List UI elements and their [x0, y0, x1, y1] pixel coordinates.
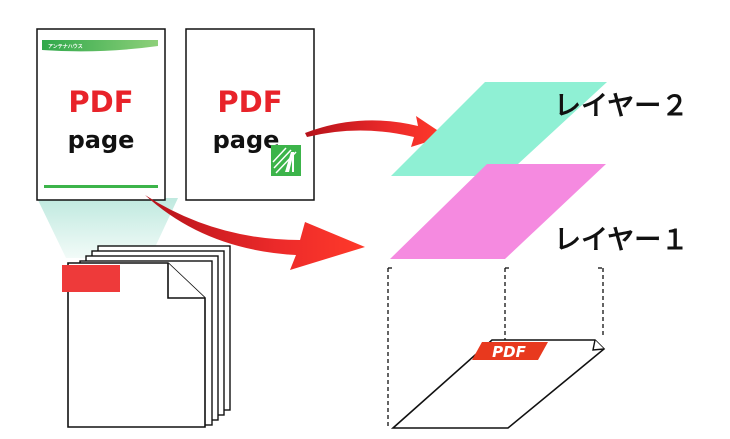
- layer-2-label: レイヤー２: [554, 91, 688, 122]
- page1-header-label: アンテナハウス: [48, 43, 83, 50]
- page1-pdf-text: PDF: [68, 85, 133, 119]
- result-pdf-badge-text: PDF: [492, 343, 526, 361]
- page2-pdf-text: PDF: [217, 85, 282, 119]
- pdf-page-2: PDF page: [185, 28, 315, 201]
- projection-beam: [37, 198, 178, 258]
- page2-page-text: page: [213, 126, 280, 154]
- layer-2-plane: [391, 82, 607, 176]
- stack-red-label: [62, 265, 120, 292]
- arrow-to-layer1: [145, 195, 365, 270]
- pdf-page-1: アンテナハウス PDF page: [36, 28, 166, 201]
- result-pdf-badge: PDF: [472, 342, 548, 361]
- result-pdf-sheet: PDF: [390, 339, 606, 429]
- page1-green-header: [42, 40, 158, 52]
- layer-1-label: レイヤー１: [554, 225, 688, 256]
- green-logo-icon: [271, 145, 301, 176]
- document-stack: [62, 245, 231, 428]
- layer-1-plane: [390, 164, 606, 259]
- page1-page-text: page: [68, 126, 135, 154]
- arrow-to-layer2: [305, 116, 446, 147]
- page1-green-footer: [44, 185, 158, 188]
